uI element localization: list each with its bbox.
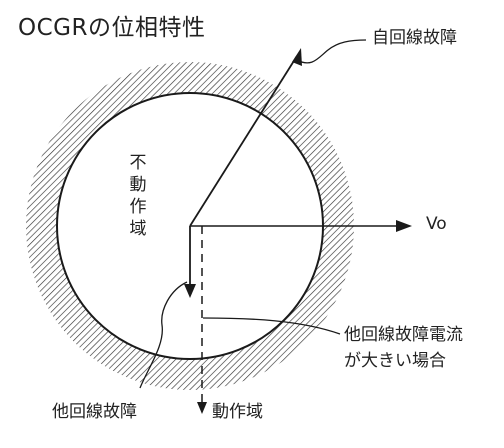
operating-zone-arrowhead	[197, 402, 207, 414]
own-line-fault-vector	[189, 55, 298, 227]
vo-axis-arrowhead	[396, 220, 412, 232]
diagram-title: OCGRの位相特性	[18, 15, 206, 41]
own-line-fault-arrowhead	[292, 48, 302, 66]
own-line-fault-label: 自回線故障	[372, 28, 457, 48]
other-line-fault-arrowhead	[184, 284, 196, 298]
other-line-fault-leader	[139, 281, 188, 389]
non-operating-zone-label: 不動作域	[129, 153, 147, 239]
large-current-label: 他回線故障電流 が大きい場合	[344, 322, 463, 374]
large-current-leader	[202, 317, 341, 335]
large-current-label-line2: が大きい場合	[344, 351, 446, 371]
operating-zone-label: 動作域	[212, 402, 263, 422]
other-line-fault-label: 他回線故障	[52, 402, 137, 422]
vo-label: Vo	[426, 214, 447, 234]
own-line-fault-leader	[296, 39, 367, 64]
large-current-label-line1: 他回線故障電流	[344, 325, 463, 345]
